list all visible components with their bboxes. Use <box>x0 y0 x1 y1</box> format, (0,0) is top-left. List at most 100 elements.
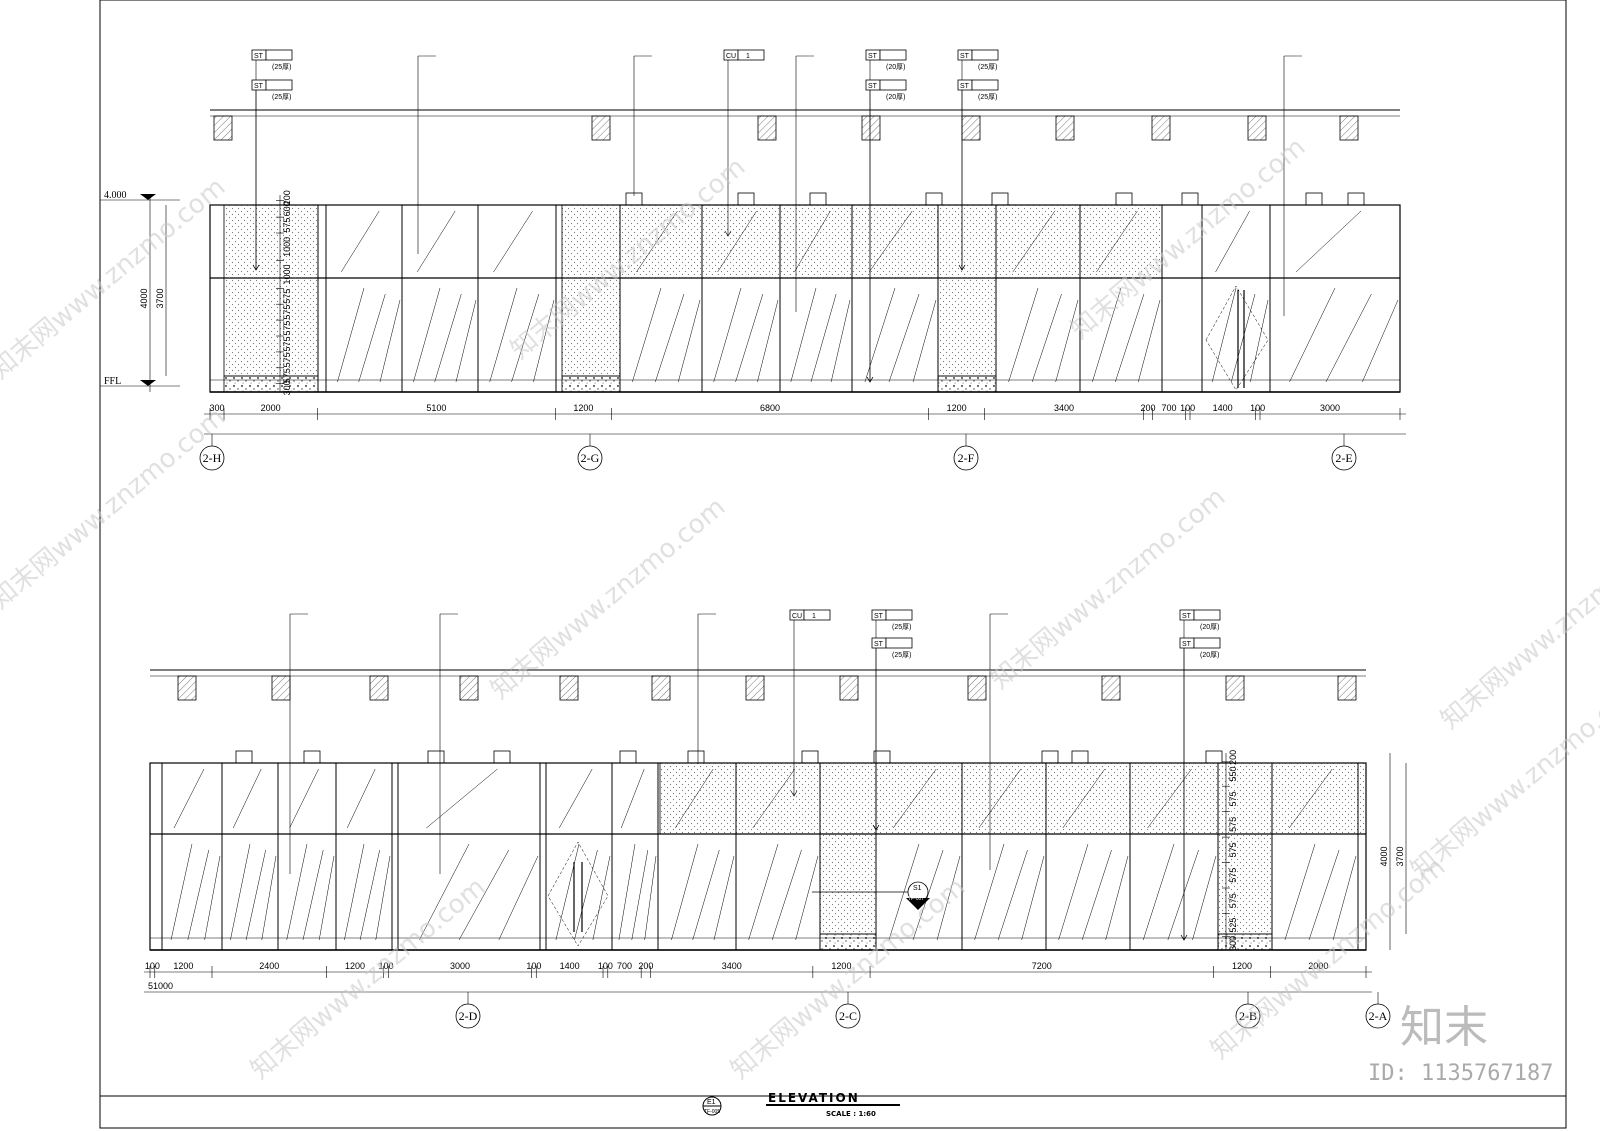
beam <box>1225 675 1245 701</box>
glass-reflection <box>794 210 831 273</box>
axis-label: 2-D <box>459 1009 478 1023</box>
light-fixture <box>1115 192 1133 206</box>
dimension-label: 1200 <box>947 403 967 413</box>
light-fixture <box>991 192 1009 206</box>
glass-reflection <box>1284 843 1316 941</box>
beam <box>861 115 881 141</box>
beam <box>1339 115 1359 141</box>
dimension-label: 6800 <box>760 403 780 413</box>
material-tag-number-text: 1 <box>746 53 750 60</box>
glass-reflection <box>1105 855 1129 941</box>
glass-reflection <box>245 849 266 941</box>
title-symbol-id: E1 <box>707 1099 716 1106</box>
dimension-label: 1200 <box>831 961 851 971</box>
row-dimension-label: 575 <box>282 305 292 320</box>
glass-reflection <box>655 293 685 383</box>
row-dimension-label: 550 <box>1228 767 1238 782</box>
glass-reflection <box>632 287 662 383</box>
glass-reflection <box>892 768 937 829</box>
beam <box>213 115 233 141</box>
glass-reflection <box>912 299 937 383</box>
light-fixture <box>619 750 637 764</box>
beam <box>177 675 197 701</box>
glass-reflection <box>434 293 462 383</box>
glass-reflection <box>533 299 555 383</box>
glass-reflection <box>1289 287 1336 383</box>
title-block: E1 TF-005 ELEVATION SCALE : 1:60 <box>702 1091 900 1118</box>
material-tag-number <box>737 49 765 61</box>
spandrel-panel <box>995 204 1163 279</box>
dimension-label: 300 <box>209 403 224 413</box>
light-fixture <box>303 750 321 764</box>
beam <box>559 675 579 701</box>
glass-reflection <box>810 293 837 383</box>
beam <box>651 675 671 701</box>
glass-reflection <box>1137 299 1161 383</box>
height-total-label: 4000 <box>1379 846 1389 866</box>
watermark-text: 知末网www.znzmo.com <box>245 872 491 1085</box>
material-tag-desc: (20厚) <box>1200 623 1219 631</box>
leader-arrow <box>1180 934 1188 941</box>
glass-reflection <box>592 855 611 941</box>
watermark-text: 知末网www.znzmo.com <box>1435 522 1600 735</box>
light-fixture <box>493 750 511 764</box>
row-dimension-label: 1000 <box>282 237 292 257</box>
watermark-text: 知末网www.znzmo.com <box>0 402 231 615</box>
stone-panel <box>223 204 319 377</box>
dimension-label: 100 <box>526 961 541 971</box>
material-tag-desc: (20厚) <box>1200 651 1219 659</box>
material-tag-desc: (25厚) <box>892 651 911 659</box>
material-tag-desc: (20厚) <box>886 63 905 71</box>
dimension-label: 100 <box>1180 403 1195 413</box>
glass-reflection <box>511 293 540 383</box>
glass-reflection <box>1142 843 1175 941</box>
glass-reflection <box>997 849 1028 941</box>
beam <box>369 675 389 701</box>
row-dimension-label: 300 <box>1228 936 1238 951</box>
dimension-label: 1200 <box>573 403 593 413</box>
glass-reflection <box>286 843 308 941</box>
dimension-label: 200 <box>1140 403 1155 413</box>
beam <box>591 115 611 141</box>
row-dimension-label: 575 <box>282 289 292 304</box>
material-tag-number <box>885 609 913 621</box>
watermark-text: 知末网www.znzmo.com <box>485 492 731 705</box>
spandrel-panel <box>1271 762 1367 835</box>
material-tag-desc: (25厚) <box>272 63 291 71</box>
leader-arrow <box>724 230 732 237</box>
level-top-label: 4.000 <box>104 190 127 201</box>
dimension-label: 100 <box>145 961 160 971</box>
light-fixture <box>925 192 943 206</box>
material-tag-code-text: ST <box>874 641 884 648</box>
glass-reflection <box>692 849 720 941</box>
axis-bubble <box>577 445 603 471</box>
light-fixture <box>235 750 253 764</box>
glass-reflection <box>493 210 533 273</box>
glass-reflection <box>187 849 210 941</box>
row-dimension-label: 575 <box>282 336 292 351</box>
axis-label: 2-H <box>203 451 222 465</box>
glass-reflection <box>170 843 193 941</box>
dimension-label: 100 <box>379 961 394 971</box>
light-fixture <box>427 750 445 764</box>
axis-bubble <box>1331 445 1357 471</box>
beam <box>839 675 859 701</box>
glass-reflection <box>413 287 441 383</box>
axis-bubble <box>455 1003 481 1029</box>
sheet-border <box>99 0 1567 1129</box>
glass-reflection <box>302 849 324 941</box>
stone-panel <box>937 204 997 377</box>
glass-reflection <box>379 299 401 383</box>
light-fixture <box>1041 750 1059 764</box>
light-fixture <box>1347 192 1365 206</box>
drawing-title: ELEVATION <box>768 1091 860 1105</box>
drawing-scale: SCALE : 1:60 <box>826 1110 876 1118</box>
glass-reflection <box>636 210 678 273</box>
leader-arrow <box>958 264 966 271</box>
glass-reflection <box>713 287 742 383</box>
material-tag-code-text: ST <box>1182 613 1192 620</box>
dimension-label: 200 <box>638 961 653 971</box>
row-dimension-label: 575 <box>1228 817 1238 832</box>
glass-reflection <box>1211 287 1237 383</box>
